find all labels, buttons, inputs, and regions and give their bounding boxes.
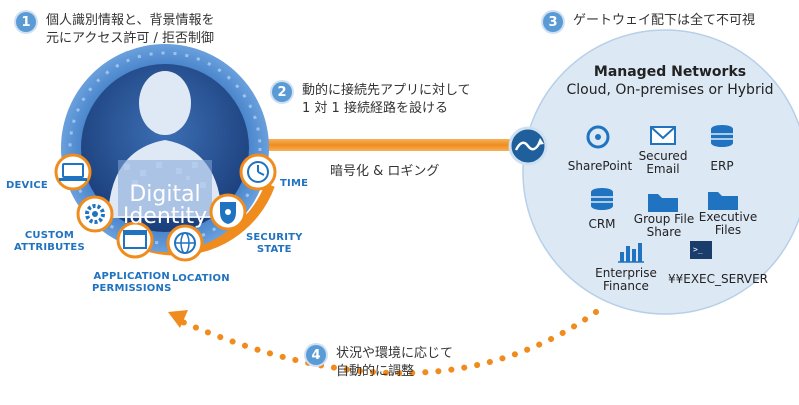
digital-identity-line1: Digital [129,182,201,207]
step-1: 1 個人識別情報と、背景情報を 元にアクセス許可 / 拒否制御 [16,12,214,48]
step-4: 4 状況や環境に応じて 自動的に調整 [306,345,453,381]
terminal-icon: >_ [690,241,712,259]
sharepoint-icon [586,125,610,149]
time-label: TIME [280,178,309,189]
gateway-icon [508,126,548,166]
sharepoint-label: SharePoint [567,159,633,173]
step-2-badge: 2 [272,82,292,102]
device-bubble [54,153,92,191]
step-2-text: 動的に接続先アプリに対して 1 対 1 接続経路を設ける [302,83,471,116]
managed-networks-circle [522,29,799,315]
executive-folder-icon [708,192,738,210]
window-bubble [116,221,154,259]
digital-identity-line2: Identity [122,204,208,229]
step-2: 2 動的に接続先アプリに対して 1 対 1 接続経路を設ける [272,82,471,118]
step-1-text: 個人識別情報と、背景情報を 元にアクセス許可 / 拒否制御 [46,13,215,46]
connection-pipe [250,139,538,151]
clock-bubble [239,153,277,191]
enterprise-finance-label: Enterprise Finance [595,266,657,293]
custom-attributes-label: CUSTOM ATTRIBUTES [14,230,85,253]
exec-server-label: ¥¥EXEC_SERVER [667,272,769,286]
group-file-share-label: Group File Share [633,212,695,239]
feedback-arrow [175,309,599,376]
step-1-badge: 1 [16,12,36,32]
person-silhouette [108,71,222,218]
step-4-text: 状況や環境に応じて 自動的に調整 [336,346,454,379]
step-3: 3 ゲートウェイ配下は全て不可視 [543,12,755,32]
identity-dots [68,51,262,245]
application-permissions-label: APPLICATION PERMISSIONS [92,271,172,294]
crm-database-icon [591,188,613,210]
erp-label: ERP [710,159,734,173]
chart-icon [618,243,644,263]
crm-label: CRM [588,217,616,231]
managed-networks-title: Managed Networks [593,64,747,80]
location-label: LOCATION [172,273,230,284]
gear-bubble [76,195,114,233]
svg-text:>_: >_ [693,245,703,254]
group-file-folder-icon [648,194,678,212]
managed-networks-subtitle: Cloud, On-premises or Hybrid [566,82,774,98]
executive-files-label: Executive Files [698,210,758,237]
email-icon [650,126,676,145]
globe-bubble [166,224,204,262]
step-3-text: ゲートウェイ配下は全て不可視 [573,13,756,28]
security-state-label: SECURITY STATE [246,232,303,255]
step-3-badge: 3 [543,12,563,32]
arrowhead [168,310,188,328]
device-label: DEVICE [6,180,48,191]
step-4-badge: 4 [306,345,326,365]
erp-database-icon [711,125,733,147]
encryption-logging-label: 暗号化 & ロギング [330,164,440,179]
secured-email-label: Secured Email [638,149,688,176]
bug-bubble [209,193,247,231]
